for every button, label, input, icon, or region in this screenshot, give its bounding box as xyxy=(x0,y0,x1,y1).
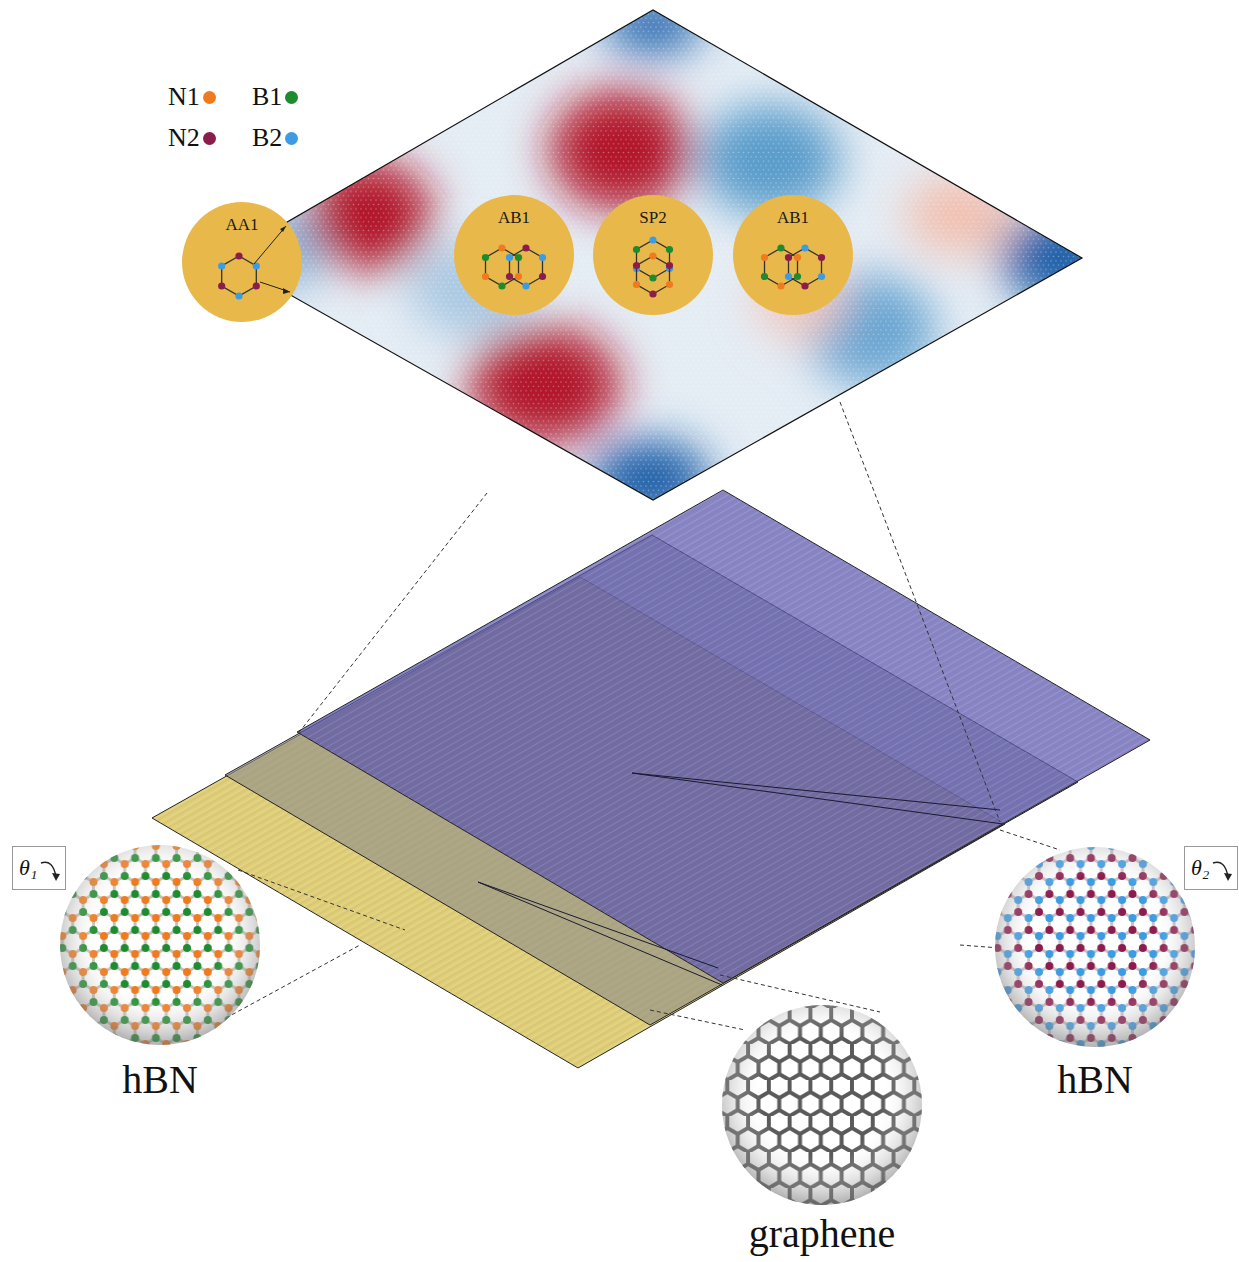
rotation-arrow xyxy=(1209,853,1233,883)
stacking-circle: AA1 xyxy=(182,202,302,322)
legend-swatch xyxy=(203,91,216,104)
angle-box: θ₂ xyxy=(1184,846,1238,890)
material-label: graphene xyxy=(749,1212,896,1256)
angle-symbol: θ₂ xyxy=(1191,855,1209,881)
legend-item: N1 xyxy=(168,83,216,112)
legend-text: B1 xyxy=(252,83,282,112)
material-label: hBN xyxy=(1057,1058,1133,1102)
legend-swatch xyxy=(285,132,298,145)
stacking-circle: SP2 xyxy=(593,195,713,315)
legend-swatch xyxy=(203,132,216,145)
stacking-label: AB1 xyxy=(733,195,853,227)
legend-item: B1 xyxy=(252,83,298,112)
angle-text: θ₁ xyxy=(19,855,37,881)
stacking-circle: AB1 xyxy=(454,195,574,315)
rotation-arrow xyxy=(37,853,61,883)
stacking-circle: AB1 xyxy=(733,195,853,315)
stacking-label: AA1 xyxy=(182,202,302,234)
stacking-label: SP2 xyxy=(593,195,713,227)
angle-text: θ₂ xyxy=(1191,855,1209,881)
legend-item: B2 xyxy=(252,124,298,153)
legend-swatch xyxy=(285,91,298,104)
angle-symbol: θ₁ xyxy=(19,855,37,881)
legend-text: N1 xyxy=(168,83,200,112)
angle-box: θ₁ xyxy=(12,846,66,890)
legend-text: B2 xyxy=(252,124,282,153)
legend-item: N2 xyxy=(168,124,216,153)
material-label: hBN xyxy=(122,1058,198,1102)
stacking-label: AB1 xyxy=(454,195,574,227)
legend-text: N2 xyxy=(168,124,200,153)
